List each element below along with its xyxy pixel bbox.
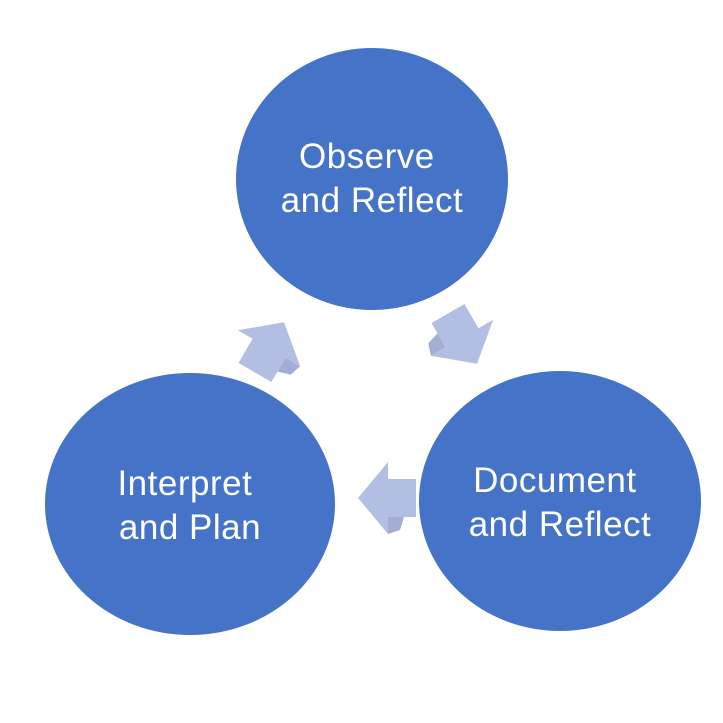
arrow-down-right-icon [430, 303, 494, 364]
node-circle [236, 48, 508, 310]
arrow-interpret-to-observe [237, 322, 301, 383]
arrow-fold-facet [428, 333, 446, 356]
arrow-fold-facet [388, 517, 404, 534]
arrow-fold-facet [277, 357, 301, 375]
arrow-up-right-icon [237, 322, 301, 383]
node-label-line2: and Reflect [281, 181, 464, 220]
node-label: Document and Reflect [469, 461, 652, 544]
arrow-left-icon [358, 462, 416, 534]
node-label-line1: Interpret [117, 464, 252, 503]
node-label-line1: Document [473, 461, 637, 500]
node-label-line2: and Plan [119, 508, 261, 547]
node-label: Interpret and Plan [117, 464, 262, 547]
node-observe-and-reflect: Observe and Reflect [236, 48, 508, 310]
arrow-document-to-interpret [358, 462, 416, 534]
node-circle [419, 371, 701, 631]
node-document-and-reflect: Document and Reflect [419, 371, 701, 631]
node-interpret-and-plan: Interpret and Plan [45, 373, 335, 635]
node-label-line1: Observe [299, 137, 435, 176]
node-circle [45, 373, 335, 635]
node-label: Observe and Reflect [281, 137, 464, 220]
arrow-observe-to-document [428, 303, 494, 364]
node-label-line2: and Reflect [469, 505, 652, 544]
